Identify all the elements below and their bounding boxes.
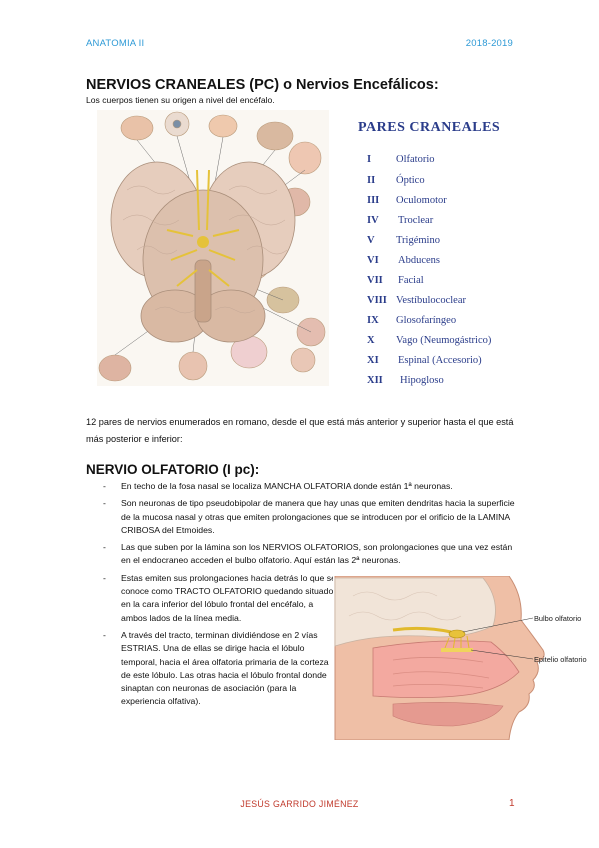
bullet-dash: - (103, 629, 106, 640)
olfactory-head-illustration: Bulbo olfatorio Epitelio olfatorio (333, 576, 597, 740)
pair-name: Facial (398, 275, 424, 286)
pair-number: IX (367, 315, 379, 326)
list-item-text: En techo de la fosa nasal se localiza MA… (121, 481, 453, 491)
label-epitelio: Epitelio olfatorio (534, 655, 587, 664)
list-item: - Son neuronas de tipo pseudobipolar de … (103, 497, 516, 537)
leader-epitelio (470, 649, 534, 660)
pair-number: V (367, 235, 375, 246)
intro-paragraph: 12 pares de nervios enumerados en romano… (86, 417, 514, 444)
cranial-nerves-illustration (97, 110, 329, 386)
footer-author: JESÚS GARRIDO JIMÉNEZ (240, 799, 359, 809)
section-heading: NERVIO OLFATORIO (I pc): (86, 462, 260, 477)
page-subtitle: Los cuerpos tienen su origen a nivel del… (86, 95, 275, 105)
olfactory-tract (392, 626, 452, 634)
pair-name: Troclear (398, 215, 434, 226)
pair-name: Espinal (Accesorio) (398, 355, 482, 366)
pair-number: III (367, 195, 380, 206)
list-item-text: Las que suben por la lámina son los NERV… (121, 542, 513, 566)
pair-name: Oculomotor (396, 195, 447, 206)
pair-number: X (367, 335, 375, 346)
list-item: - En techo de la fosa nasal se localiza … (103, 480, 516, 493)
pair-number: VI (367, 255, 379, 266)
pair-name: Olfatorio (396, 154, 435, 165)
pair-number: VII (367, 275, 383, 286)
leader-bulbo (462, 617, 534, 633)
pair-name: Glosofaríngeo (396, 315, 457, 326)
chiasm (197, 236, 209, 248)
page-title: NERVIOS CRANEALES (PC) o Nervios Encefál… (86, 77, 439, 93)
pair-name: Hipogloso (400, 375, 444, 386)
pair-name: Vago (Neumogástrico) (396, 335, 492, 346)
pair-number: XI (367, 355, 379, 366)
pair-number: VIII (367, 295, 387, 306)
brain-gyri (122, 185, 288, 314)
bullet-dash: - (103, 498, 106, 509)
pair-name: Abducens (398, 255, 440, 266)
list-item: - A través del tracto, terminan dividién… (103, 629, 336, 709)
olfactory-bulb (448, 629, 466, 639)
bullet-dash: - (103, 572, 106, 583)
pair-number: I (367, 154, 372, 165)
bullet-list: - En techo de la fosa nasal se localiza … (103, 480, 516, 709)
pair-name: Vestíbulococlear (396, 295, 466, 306)
list-item-text: Son neuronas de tipo pseudobipolar de ma… (121, 498, 515, 535)
label-bulbo: Bulbo olfatorio (534, 614, 581, 623)
pair-name: Trigémino (396, 235, 440, 246)
list-item-text: A través del tracto, terminan dividiéndo… (121, 629, 329, 707)
bullet-dash: - (103, 542, 106, 553)
list-item: - Estas emiten sus prolongaciones hacia … (103, 572, 336, 625)
nasal-cavity (372, 640, 520, 698)
list-item-text: Estas emiten sus prolongaciones hacia de… (121, 572, 336, 623)
cranial-pairs-title: PARES CRANEALES (358, 120, 501, 135)
olfactory-epithelium (441, 648, 473, 652)
header-year: 2018-2019 (465, 38, 513, 49)
pair-number: IV (367, 215, 379, 226)
list-item: - Las que suben por la lámina son los NE… (103, 541, 516, 568)
cranial-pairs-list: PARES CRANEALES I Olfatorio II Óptico II… (358, 120, 528, 386)
header-course: ANATOMIA II (86, 38, 145, 49)
pair-name: Óptico (396, 175, 425, 186)
pair-number: II (367, 175, 376, 186)
page-number: 1 (509, 798, 515, 809)
bullet-dash: - (103, 481, 106, 491)
nerve-fibers (166, 169, 240, 287)
oral-cavity (392, 702, 504, 727)
brain-base (110, 161, 296, 343)
pair-number: XII (367, 375, 383, 386)
